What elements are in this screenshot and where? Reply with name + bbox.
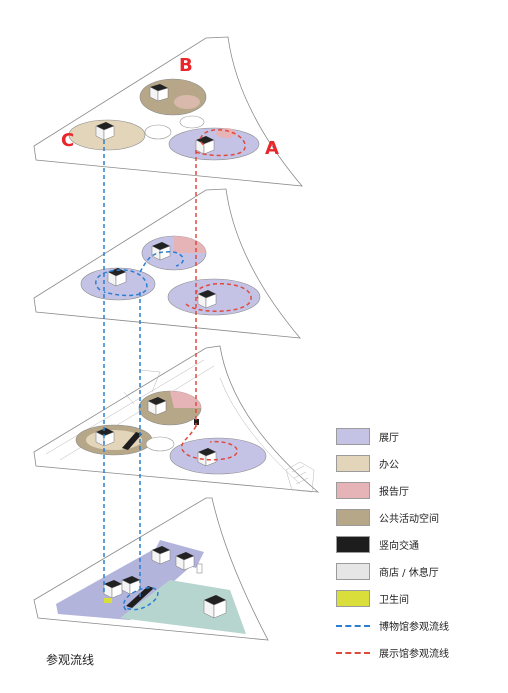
roof-exhibition-route — [195, 129, 246, 157]
level-3-paths — [123, 369, 161, 405]
diagram-caption: 参观流线 — [46, 653, 95, 667]
roof-block-c — [95, 122, 115, 141]
legend-swatch-exhibition-hall — [336, 428, 370, 445]
ground-block-3 — [103, 580, 123, 599]
zone-label-a: A — [265, 138, 279, 159]
ground-block-1 — [151, 546, 171, 565]
legend-line-museum-route — [336, 625, 370, 627]
level-2-museum-route — [95, 251, 184, 297]
level-3-lift — [194, 419, 199, 425]
legend-label: 展示馆参观流线 — [379, 649, 449, 660]
level-3-parking — [285, 461, 315, 493]
legend-swatch-office — [336, 455, 370, 472]
level-2-exhibition-route — [185, 282, 252, 312]
level-3-auditorium — [170, 391, 201, 408]
level-2-block-b — [151, 242, 171, 261]
zone-b-court — [174, 83, 194, 93]
ground-restroom — [104, 598, 112, 603]
legend-item-exhibition-route: 展示馆参观流线 — [336, 644, 504, 671]
level-2-auditorium — [174, 236, 206, 253]
legend: 展厅 办公 报告厅 公共活动空间 竖向交通 商店 / 休息厅 卫生间 博物馆参观… — [336, 428, 504, 671]
legend-item-exhibition-hall: 展厅 — [336, 428, 504, 455]
ground-block-4 — [121, 576, 141, 595]
legend-swatch-public-space — [336, 509, 370, 526]
legend-item-auditorium: 报告厅 — [336, 482, 504, 509]
level-3-block-a — [197, 448, 217, 467]
legend-line-exhibition-route — [336, 652, 370, 654]
level-roof: B C A — [33, 36, 303, 187]
legend-label: 报告厅 — [379, 487, 409, 498]
legend-swatch-vertical-circulation — [336, 536, 370, 553]
level-2-block-a — [197, 290, 217, 309]
ground-museum-route — [123, 587, 159, 611]
zone-label-c: C — [61, 130, 74, 151]
legend-item-restroom: 卫生间 — [336, 590, 504, 617]
legend-label: 卫生间 — [379, 595, 409, 606]
legend-item-vertical-circulation: 竖向交通 — [336, 536, 504, 563]
level-3-block-b — [147, 397, 167, 416]
roof-court-2 — [179, 115, 205, 129]
legend-label: 公共活动空间 — [379, 514, 439, 525]
legend-label: 办公 — [379, 460, 399, 471]
level-3-zone-a — [169, 437, 267, 475]
legend-swatch-restroom — [336, 590, 370, 607]
roof-block-b — [149, 84, 169, 102]
level-3 — [33, 345, 320, 493]
legend-label: 竖向交通 — [379, 541, 419, 552]
level-2 — [33, 188, 301, 339]
legend-label: 展厅 — [379, 433, 399, 444]
level-3-exhibition-route — [180, 425, 238, 461]
level-ground — [33, 497, 269, 641]
vertical-routes — [103, 140, 197, 598]
zone-b-auditorium — [174, 95, 200, 109]
level-3-court — [145, 436, 175, 452]
legend-swatch-auditorium — [336, 482, 370, 499]
ground-block-5 — [203, 595, 227, 619]
legend-swatch-shop-lounge — [336, 563, 370, 580]
roof-court — [144, 124, 172, 140]
zone-label-b: B — [179, 55, 193, 76]
legend-item-shop-lounge: 商店 / 休息厅 — [336, 563, 504, 590]
legend-item-museum-route: 博物馆参观流线 — [336, 617, 504, 644]
legend-item-public-space: 公共活动空间 — [336, 509, 504, 536]
level-2-block-c — [107, 268, 127, 287]
level-3-stair — [122, 432, 142, 450]
ground-block-2 — [175, 552, 195, 571]
ground-kiosk — [196, 563, 203, 574]
level-3-block-c — [95, 428, 115, 447]
legend-label: 商店 / 休息厅 — [379, 568, 439, 579]
legend-label: 博物馆参观流线 — [379, 622, 449, 633]
legend-item-office: 办公 — [336, 455, 504, 482]
ground-green-area — [120, 580, 246, 634]
